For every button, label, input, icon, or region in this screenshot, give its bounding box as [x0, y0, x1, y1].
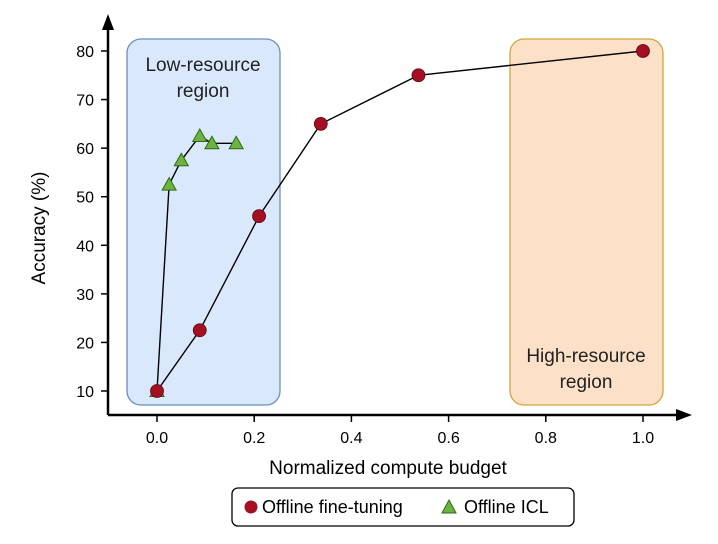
y-tick-label: 40	[76, 238, 94, 255]
legend-marker-fine-tuning	[244, 500, 258, 514]
x-tick-label: 0.8	[535, 430, 557, 447]
axes	[102, 14, 692, 421]
series-layer	[149, 44, 650, 398]
y-tick-label: 20	[76, 335, 94, 352]
y-tick-label: 50	[76, 190, 94, 207]
y-tick-label: 10	[76, 384, 94, 401]
legend: Offline fine-tuning Offline ICL	[231, 487, 575, 527]
data-point-fine-tuning	[313, 116, 328, 131]
x-axis-arrow	[676, 409, 692, 421]
low-region-label-line2: region	[177, 81, 230, 102]
data-point-icl	[228, 135, 245, 150]
low-region-label-line1: Low-resource	[145, 55, 260, 76]
high-resource-region	[509, 38, 664, 406]
data-point-fine-tuning	[192, 323, 207, 338]
y-tick-label: 70	[76, 93, 94, 110]
data-point-icl	[204, 135, 220, 150]
x-tick-label: 0.0	[146, 430, 168, 447]
y-tick-label: 30	[76, 287, 94, 304]
x-tick-label: 0.6	[437, 430, 459, 447]
data-point-icl	[191, 127, 208, 142]
x-tick-label: 0.4	[340, 430, 362, 447]
series-line-fine-tuning	[156, 50, 644, 392]
y-axis-arrow	[102, 14, 114, 30]
region-layer: Low-resource region High-resource region	[126, 38, 664, 406]
y-axis-label: Accuracy (%)	[29, 172, 50, 285]
data-point-fine-tuning	[411, 68, 426, 83]
high-region-label-line2: region	[560, 372, 613, 393]
y-tick-label: 60	[76, 141, 94, 158]
y-tick-label: 80	[76, 44, 94, 61]
x-tick-label: 1.0	[632, 430, 654, 447]
data-point-fine-tuning	[252, 209, 266, 224]
high-region-label-line1: High-resource	[526, 346, 645, 367]
legend-box	[231, 487, 575, 527]
data-point-fine-tuning	[150, 384, 164, 398]
data-point-fine-tuning	[636, 44, 650, 58]
data-point-icl	[161, 176, 178, 191]
legend-label-icl: Offline ICL	[464, 497, 549, 517]
x-axis-label: Normalized compute budget	[269, 458, 507, 479]
low-resource-region	[126, 38, 281, 406]
tick-layer: 0.0 0.2 0.4 0.6 0.8 1.0 10 20 30 40 50 60 70 80	[76, 44, 654, 447]
x-tick-label: 0.2	[243, 430, 265, 447]
legend-marker-icl	[441, 498, 457, 514]
legend-label-fine-tuning: Offline fine-tuning	[262, 497, 403, 517]
data-point-icl	[173, 152, 190, 167]
